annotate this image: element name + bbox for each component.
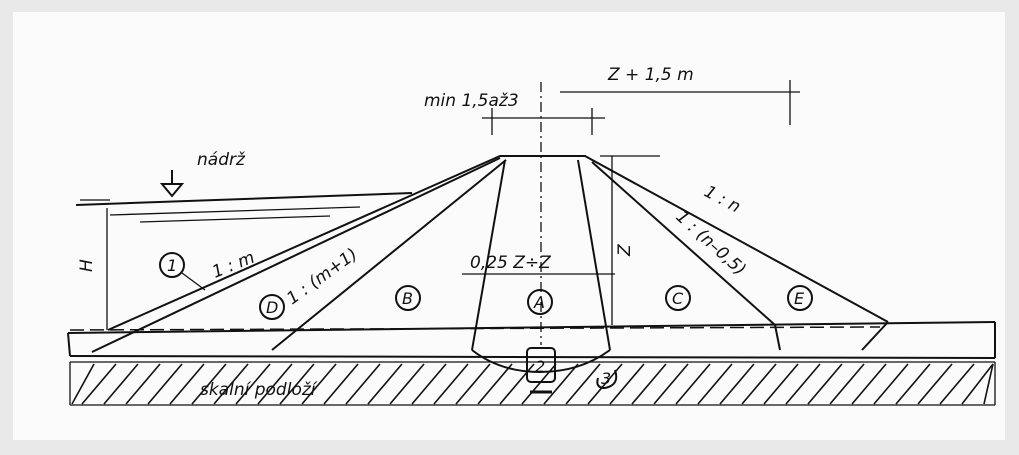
water-level-marker	[159, 183, 185, 198]
bedrock-hatch-line	[455, 363, 491, 405]
zone-1-leader	[181, 272, 206, 291]
bedrock-hatch-line	[873, 363, 909, 405]
bedrock-hatch-line	[543, 363, 579, 405]
slope-m1-label: 1 : (m+1)	[283, 245, 361, 310]
reservoir-label: nádrž	[197, 150, 246, 170]
water-surface	[75, 192, 413, 206]
zone-C-label: C	[672, 289, 684, 308]
bedrock-label: skalní podloží	[200, 380, 318, 400]
foundation-top-line	[67, 321, 996, 334]
dam-outline	[107, 155, 889, 331]
core-width-label: 0,25 Z÷Z	[470, 253, 551, 273]
bedrock-hatch-line	[279, 363, 315, 405]
zone-E-circle	[787, 285, 813, 311]
bedrock-hatch-line	[81, 363, 117, 405]
zone-D-label: D	[266, 298, 278, 317]
freeboard-label: Z + 1,5 m	[607, 65, 694, 85]
bedrock-hatch-line	[697, 363, 733, 405]
bedrock-hatch-line	[147, 363, 183, 405]
z-label: Z	[615, 244, 635, 257]
zone-3-label: 3	[601, 369, 611, 388]
bedrock-hatch-line	[829, 363, 865, 405]
drain-3-shape	[596, 369, 618, 390]
bedrock-hatch-line	[851, 363, 887, 405]
bedrock-hatch-line	[609, 363, 645, 405]
bedrock-hatch-line	[763, 363, 799, 405]
bedrock-hatch-line	[235, 363, 271, 405]
bedrock-hatch-line	[411, 363, 447, 405]
bedrock-hatch-line	[389, 363, 425, 405]
bedrock-hatch-line	[917, 363, 953, 405]
foundation-bottom-line	[69, 355, 996, 359]
zone-A-circle	[527, 289, 553, 315]
zone-1-label: 1	[167, 256, 177, 275]
bedrock-hatch-line	[433, 363, 469, 405]
bedrock-hatch-line	[301, 363, 337, 405]
zone-B-label: B	[402, 289, 413, 308]
zone-D-circle	[259, 294, 285, 320]
bedrock-hatch-line	[653, 363, 689, 405]
zone-1-circle	[159, 252, 185, 278]
downstream-zone-boundary	[591, 161, 776, 326]
zone-E-label: E	[794, 289, 805, 308]
inspection-gallery	[526, 347, 556, 383]
bedrock-hatching	[69, 361, 996, 406]
zone-2-label: 2	[535, 357, 545, 376]
upstream-facing-line	[91, 157, 501, 353]
downstream-filter-line	[774, 324, 781, 351]
bedrock-hatch-line	[675, 363, 711, 405]
core-right-boundary	[577, 159, 611, 351]
bedrock-hatch-line	[785, 363, 821, 405]
bedrock-hatch-line	[125, 363, 161, 405]
bedrock-hatch-line	[477, 363, 513, 405]
bedrock-hatch-line	[565, 363, 601, 405]
bedrock-hatch-line	[587, 363, 623, 405]
zone-C-circle	[665, 285, 691, 311]
water-ripple-1	[109, 206, 361, 216]
bedrock-hatch-line	[213, 363, 249, 405]
bedrock-hatch-line	[961, 363, 994, 405]
foundation-left-edge	[67, 332, 71, 357]
bedrock-hatch-line	[895, 363, 931, 405]
zone-A-label: A	[533, 293, 545, 312]
h-label: H	[77, 259, 97, 272]
transition-zone-boundary	[271, 159, 507, 351]
bedrock-hatch-line	[631, 363, 667, 405]
bedrock-hatch-line	[169, 363, 205, 405]
bedrock-hatch-line	[71, 363, 95, 405]
bedrock-hatch-line	[983, 363, 994, 405]
water-ripple-2	[139, 215, 331, 223]
bedrock-hatch-line	[807, 363, 843, 405]
bedrock-hatch-line	[103, 363, 139, 405]
bedrock-hatch-line	[345, 363, 381, 405]
slope-n-label: 1 : n	[701, 182, 744, 218]
bedrock-hatch-line	[257, 363, 293, 405]
bedrock-hatch-line	[323, 363, 359, 405]
cutoff-trench	[471, 349, 611, 374]
zone-B-circle	[395, 285, 421, 311]
bedrock-hatch-line	[367, 363, 403, 405]
bedrock-hatch-line	[939, 363, 975, 405]
bedrock-hatch-line	[741, 363, 777, 405]
bedrock-hatch-line	[719, 363, 755, 405]
downstream-toe-line	[861, 321, 889, 351]
crest-width-label: min 1,5až3	[424, 91, 519, 111]
core-left-boundary	[471, 159, 506, 351]
bedrock-hatch-line	[191, 363, 227, 405]
